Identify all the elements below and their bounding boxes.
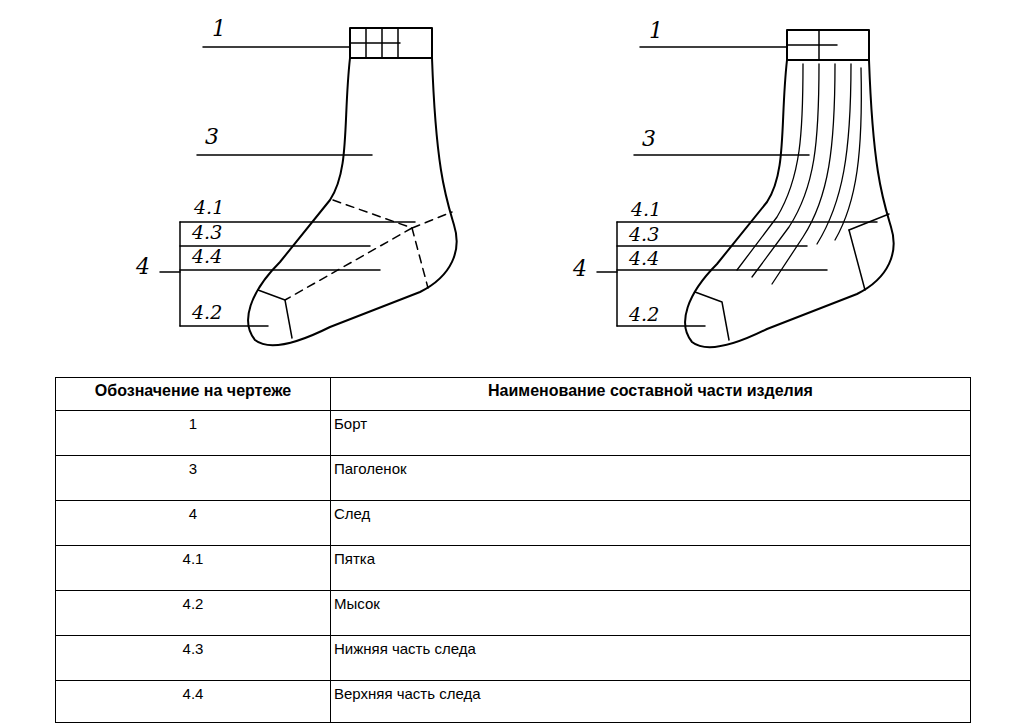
table-grid (56, 378, 971, 723)
sock-ribbed (685, 30, 894, 347)
table-cell: Мысок (334, 595, 380, 612)
leader-lines (597, 47, 877, 326)
callout-number: 3 (642, 126, 656, 151)
callout-number: 4.2 (192, 302, 222, 324)
sock-plain (248, 28, 457, 345)
callout-number: 4.3 (192, 222, 222, 244)
table-cell: 4.2 (56, 595, 330, 612)
table-cell: Верхняя часть следа (334, 685, 481, 702)
table-cell: 1 (56, 415, 330, 432)
callout-number: 4.2 (629, 304, 659, 326)
table-cell: Пятка (334, 550, 375, 567)
table-cell: 4.4 (56, 685, 330, 702)
callout-number: 4.4 (192, 246, 222, 268)
leader-lines (160, 47, 415, 326)
table-cell: 4.3 (56, 640, 330, 657)
table-cell: Нижняя часть следа (334, 640, 476, 657)
table-cell: 4.1 (56, 550, 330, 567)
table-cell: 3 (56, 460, 330, 477)
callout-number: 4.1 (631, 199, 661, 221)
table-header: Обозначение на чертеже (56, 382, 330, 400)
table-cell: След (334, 505, 370, 522)
callout-number: 1 (649, 18, 663, 43)
callout-number: 4 (573, 256, 587, 281)
table-cell: Борт (334, 415, 367, 432)
table-cell: Паголенок (334, 460, 407, 477)
callout-number: 4.3 (629, 224, 659, 246)
table-cell: 4 (56, 505, 330, 522)
callout-number: 4.4 (629, 248, 659, 270)
callout-number: 3 (205, 124, 219, 149)
callout-number: 4.1 (194, 197, 224, 219)
callout-number: 1 (212, 16, 226, 41)
table-header: Наименование составной части изделия (331, 382, 970, 400)
callout-number: 4 (136, 254, 150, 279)
